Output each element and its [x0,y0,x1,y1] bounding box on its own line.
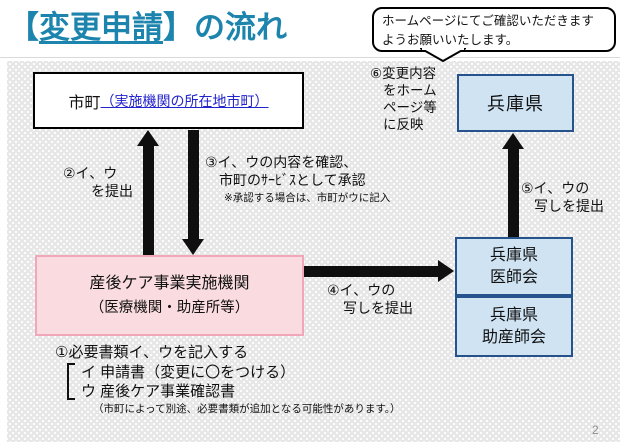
prefecture-name: 兵庫県 [487,94,544,114]
step6-line3: ページ等 [383,99,437,115]
box-municipality: 市町（実施機関の所在地市町） [33,72,304,129]
arrow-up-copy-icon [502,133,524,149]
step2-line2: を提出 [91,183,133,200]
arrow-right-copy-icon [438,260,454,282]
step3-note: ※承認する場合は、市町がウに記入 [224,192,391,205]
arrow-down-approve-shaft [188,130,199,240]
step5-line2: 写しを提出 [534,198,604,215]
medical-association-line2: 医師会 [489,268,538,286]
arrow-up-copy-shaft [508,148,519,237]
step3-line1: ③イ、ウの内容を確認、 [205,154,358,170]
title-subject: 変更申請 [39,10,163,45]
label-step5: ⑤イ、ウの 写しを提出 [521,179,604,215]
page-title: 【変更申請】の流れ [8,2,287,47]
box-midwives-association: 兵庫県 助産師会 [455,296,573,357]
label-step3: ③イ、ウの内容を確認、 市町のｻｰﾋﾞｽとして承認 ※承認する場合は、市町がウに… [205,153,390,206]
step2-line1: ②イ、ウ [63,165,118,181]
title-open-bracket: 【 [8,10,39,45]
step5-line1: ⑤イ、ウの [521,180,590,196]
bubble-text-line2: ようお願いいたします。 [382,32,519,47]
step4-line2: 写しを提出 [343,300,413,317]
step6-line2: をホーム [383,82,437,98]
municipality-location-link[interactable]: （実施機関の所在地市町） [100,92,269,109]
step6-line4: に反映 [383,116,424,132]
label-step2: ②イ、ウ を提出 [63,164,133,200]
provider-name: 産後ケア事業実施機関 [89,274,250,292]
provider-subname: （医療機関・助産所等） [89,299,250,316]
title-suffix: の流れ [194,10,287,45]
label-step6: ⑥変更内容 をホーム ページ等 に反映 [370,66,437,134]
bubble-tail [420,48,466,62]
step1-note: （市町によって別途、必要書類が追加となる可能性があります。） [93,403,401,415]
step1-bracket [67,363,75,400]
step1-item-confirmation-form: ウ 産後ケア事業確認書 [81,383,236,400]
midwives-association-line1: 兵庫県 [489,306,538,324]
arrow-up-submit-icon [137,130,159,146]
step3-line2: 市町のｻｰﾋﾞｽとして承認 [219,172,366,189]
box-hyogo-prefecture: 兵庫県 [457,74,574,132]
step4-line1: ④イ、ウの [327,282,396,298]
step1-item-application-form: イ 申請書（変更に〇をつける） [81,364,296,381]
box-postpartum-care-provider: 産後ケア事業実施機関 （医療機関・助産所等） [35,255,304,336]
box-medical-association: 兵庫県 医師会 [455,237,573,296]
municipality-name: 市町 [68,94,101,112]
medical-association-line1: 兵庫県 [489,246,538,264]
midwives-association-line2: 助産師会 [481,328,546,346]
label-step4: ④イ、ウの 写しを提出 [327,281,413,317]
title-close-bracket: 】 [163,10,194,45]
step1-heading: ①必要書類イ、ウを記入する [55,344,249,361]
arrow-right-copy-shaft [304,266,439,277]
homepage-note-bubble: ホームページにてご確認いただきます ようお願いいたします。 [372,7,616,62]
arrow-up-submit-shaft [143,145,154,255]
step6-line1: ⑥変更内容 [370,66,437,81]
page-number: 2 [592,423,599,437]
title-divider [0,57,620,58]
arrow-down-approve-icon [182,239,204,255]
bubble-text-line1: ホームページにてご確認いただきます [382,14,594,28]
